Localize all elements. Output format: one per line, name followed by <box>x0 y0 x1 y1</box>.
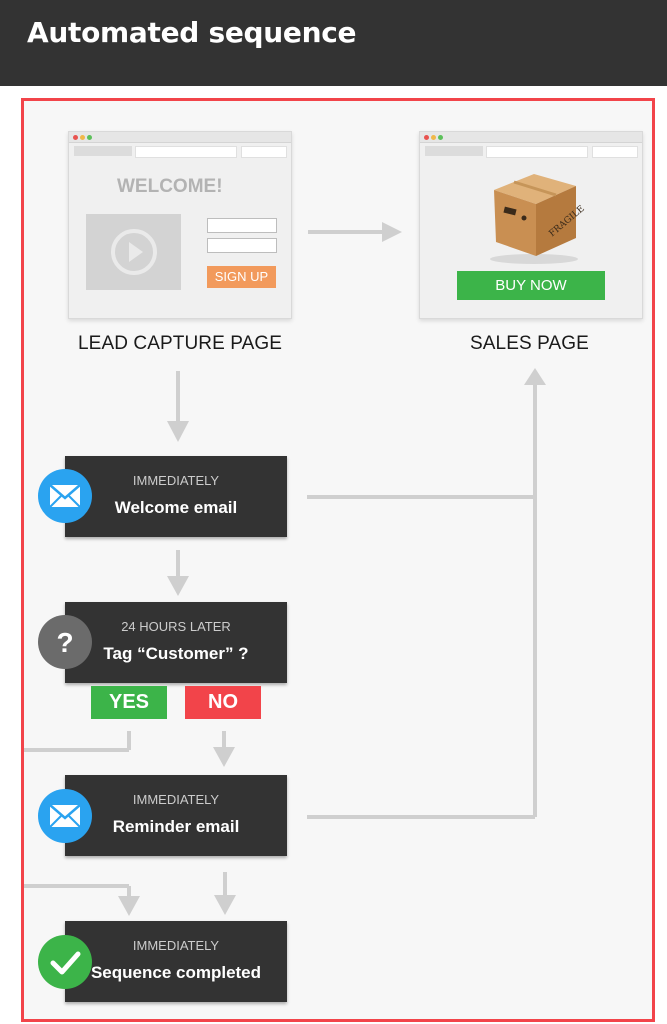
welcome-heading: WELCOME! <box>117 176 223 197</box>
step-timing: IMMEDIATELY <box>132 938 220 953</box>
email-field <box>207 238 277 253</box>
maximize-dot-icon <box>438 135 443 140</box>
arrowhead-completed-left <box>118 896 140 916</box>
play-icon <box>111 229 157 275</box>
browser-nav-buttons <box>74 146 132 156</box>
browser-search-bar <box>241 146 287 158</box>
browser-nav-buttons <box>425 146 483 156</box>
connector-lines <box>24 222 546 916</box>
arrowhead-reminder <box>213 747 235 767</box>
page-title: Automated sequence <box>27 16 357 49</box>
sales-page-label: SALES PAGE <box>470 333 589 354</box>
step-timing: 24 HOURS LATER <box>121 619 231 634</box>
minimize-dot-icon <box>80 135 85 140</box>
check-icon <box>38 935 92 989</box>
name-field <box>207 218 277 233</box>
header: Automated sequence <box>0 0 667 86</box>
cardboard-box-icon: FRAGILE <box>490 174 586 264</box>
step-title: Reminder email <box>112 817 240 836</box>
sign-up-button: SIGN UP <box>207 266 276 288</box>
step-timing: IMMEDIATELY <box>132 792 220 807</box>
arrowhead-sales <box>382 222 402 242</box>
sequence-frame: WELCOME! SIGN UP LEAD CAPTURE PAGE FRAGI… <box>21 98 655 1022</box>
step-tag-customer-check: 24 HOURS LATER Tag “Customer” ? <box>65 602 287 683</box>
step-title: Tag “Customer” ? <box>103 644 249 663</box>
svg-text:?: ? <box>56 627 73 658</box>
email-icon <box>38 789 92 843</box>
maximize-dot-icon <box>87 135 92 140</box>
step-title: Sequence completed <box>90 963 262 982</box>
browser-address-bar <box>486 146 588 158</box>
minimize-dot-icon <box>431 135 436 140</box>
close-dot-icon <box>73 135 78 140</box>
browser-address-bar <box>135 146 237 158</box>
lead-capture-page-mockup: WELCOME! SIGN UP <box>68 131 292 319</box>
browser-search-bar <box>592 146 638 158</box>
arrowhead-question <box>167 576 189 596</box>
email-icon <box>38 469 92 523</box>
question-icon: ? <box>38 615 92 669</box>
video-placeholder <box>86 214 181 290</box>
browser-titlebar <box>69 132 291 143</box>
step-welcome-email: IMMEDIATELY Welcome email <box>65 456 287 537</box>
step-timing: IMMEDIATELY <box>132 473 220 488</box>
step-sequence-completed: IMMEDIATELY Sequence completed <box>65 921 287 1002</box>
browser-titlebar <box>420 132 642 143</box>
sales-page-mockup: FRAGILE BUY NOW <box>419 131 643 319</box>
arrowhead-completed-right <box>214 895 236 915</box>
lead-capture-page-label: LEAD CAPTURE PAGE <box>78 333 283 354</box>
arrowhead-up-sales <box>524 368 546 385</box>
step-title: Welcome email <box>114 498 238 517</box>
close-dot-icon <box>424 135 429 140</box>
yes-branch-label: YES <box>91 686 167 719</box>
step-reminder-email: IMMEDIATELY Reminder email <box>65 775 287 856</box>
no-branch-label: NO <box>185 686 261 719</box>
buy-now-button: BUY NOW <box>457 271 605 300</box>
arrowhead-welcome <box>167 421 189 442</box>
